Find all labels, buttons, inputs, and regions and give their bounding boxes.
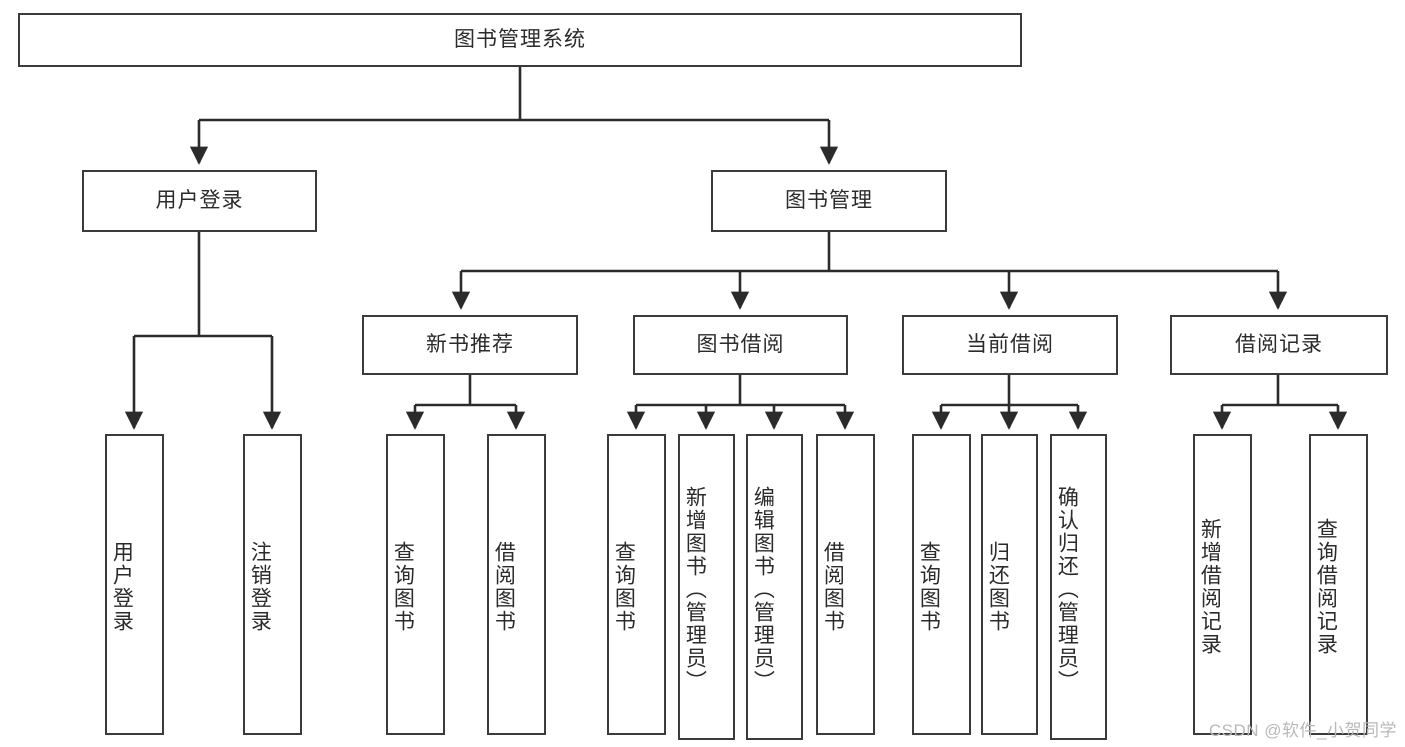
node-root[interactable]: 图书管理系统 <box>18 13 1022 67</box>
leaf-recommend-borrow-book-label: 借阅图书 <box>492 540 516 633</box>
node-book-borrow-label: 图书借阅 <box>696 333 785 357</box>
leaf-current-confirm-return-label: 确认归还（管理员） <box>1055 485 1079 693</box>
node-book-management-label: 图书管理 <box>785 189 873 213</box>
leaf-borrow-edit-book[interactable]: 编辑图书（管理员） <box>746 434 803 740</box>
leaf-recommend-borrow-book[interactable]: 借阅图书 <box>487 434 546 735</box>
leaf-records-add-record-label: 新增借阅记录 <box>1198 517 1222 656</box>
node-book-borrow[interactable]: 图书借阅 <box>633 315 848 375</box>
leaf-recommend-query-book[interactable]: 查询图书 <box>386 434 445 735</box>
node-current-borrow[interactable]: 当前借阅 <box>902 315 1118 375</box>
node-current-borrow-label: 当前借阅 <box>966 333 1054 357</box>
leaf-records-query-record-label: 查询借阅记录 <box>1314 517 1338 656</box>
leaf-current-return-book-label: 归还图书 <box>986 540 1010 633</box>
node-borrow-records[interactable]: 借阅记录 <box>1170 315 1388 375</box>
leaf-recommend-query-book-label: 查询图书 <box>391 540 415 633</box>
leaf-records-query-record[interactable]: 查询借阅记录 <box>1309 434 1368 735</box>
leaf-user-login-signin-label: 用户登录 <box>110 540 134 633</box>
leaf-borrow-add-book-label: 新增图书（管理员） <box>683 485 707 693</box>
node-user-login-label: 用户登录 <box>155 189 244 213</box>
leaf-current-return-book[interactable]: 归还图书 <box>981 434 1038 735</box>
leaf-current-confirm-return[interactable]: 确认归还（管理员） <box>1050 434 1107 740</box>
node-root-label: 图书管理系统 <box>454 28 586 52</box>
leaf-borrow-query-book[interactable]: 查询图书 <box>607 434 666 735</box>
node-book-management[interactable]: 图书管理 <box>711 170 947 232</box>
node-new-book-recommend-label: 新书推荐 <box>426 333 514 357</box>
leaf-user-login-signout-label: 注销登录 <box>248 540 272 633</box>
leaf-borrow-query-book-label: 查询图书 <box>612 540 636 633</box>
node-new-book-recommend[interactable]: 新书推荐 <box>362 315 578 375</box>
watermark-text: CSDN @软件_小贺同学 <box>1208 721 1397 740</box>
leaf-borrow-borrow-book-label: 借阅图书 <box>821 540 845 633</box>
leaf-records-add-record[interactable]: 新增借阅记录 <box>1193 434 1252 735</box>
node-user-login[interactable]: 用户登录 <box>82 170 317 232</box>
leaf-current-query-book-label: 查询图书 <box>917 540 941 633</box>
leaf-user-login-signout[interactable]: 注销登录 <box>243 434 302 735</box>
node-borrow-records-label: 借阅记录 <box>1235 333 1323 357</box>
leaf-current-query-book[interactable]: 查询图书 <box>912 434 971 735</box>
leaf-user-login-signin[interactable]: 用户登录 <box>105 434 164 735</box>
leaf-borrow-edit-book-label: 编辑图书（管理员） <box>751 485 775 693</box>
leaf-borrow-add-book[interactable]: 新增图书（管理员） <box>678 434 735 740</box>
leaf-borrow-borrow-book[interactable]: 借阅图书 <box>816 434 875 735</box>
